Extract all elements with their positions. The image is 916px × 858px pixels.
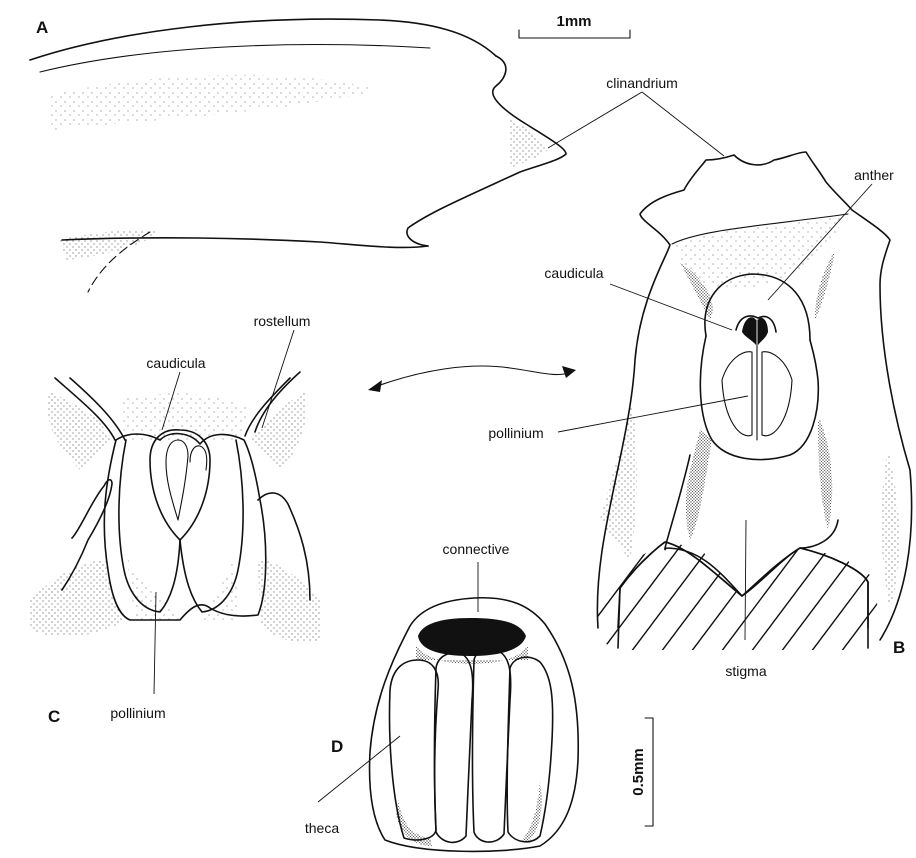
stigma-hatching (550, 520, 916, 680)
double-arrow-c-to-b (368, 366, 576, 392)
label-theca: theca (305, 820, 339, 836)
panel-b-column-front-view (550, 152, 916, 680)
label-connective: connective (443, 541, 510, 557)
panel-a-column-side-view (30, 19, 566, 292)
scale-bar-0-5mm: 0.5mm (630, 718, 653, 826)
scale-label-0-5mm: 0.5mm (630, 748, 647, 796)
panel-letter-d: D (331, 737, 343, 756)
scale-label-1mm: 1mm (556, 13, 591, 30)
label-clinandrium: clinandrium (606, 75, 678, 91)
label-pollinium-c: pollinium (110, 705, 165, 721)
scale-bar-1mm: 1mm (519, 13, 630, 38)
panel-letter-c: C (48, 707, 60, 726)
label-caudicula-c: caudicula (146, 355, 205, 371)
label-pollinium-b: pollinium (488, 425, 543, 441)
panel-letter-a: A (36, 18, 48, 37)
label-anther: anther (854, 167, 894, 183)
label-caudicula-b: caudicula (544, 265, 603, 281)
label-rostellum: rostellum (254, 313, 311, 329)
label-stigma: stigma (725, 663, 766, 679)
panel-letter-b: B (893, 638, 905, 657)
panel-d-anther (370, 598, 579, 852)
panel-c-pollinia-detail (30, 372, 320, 642)
